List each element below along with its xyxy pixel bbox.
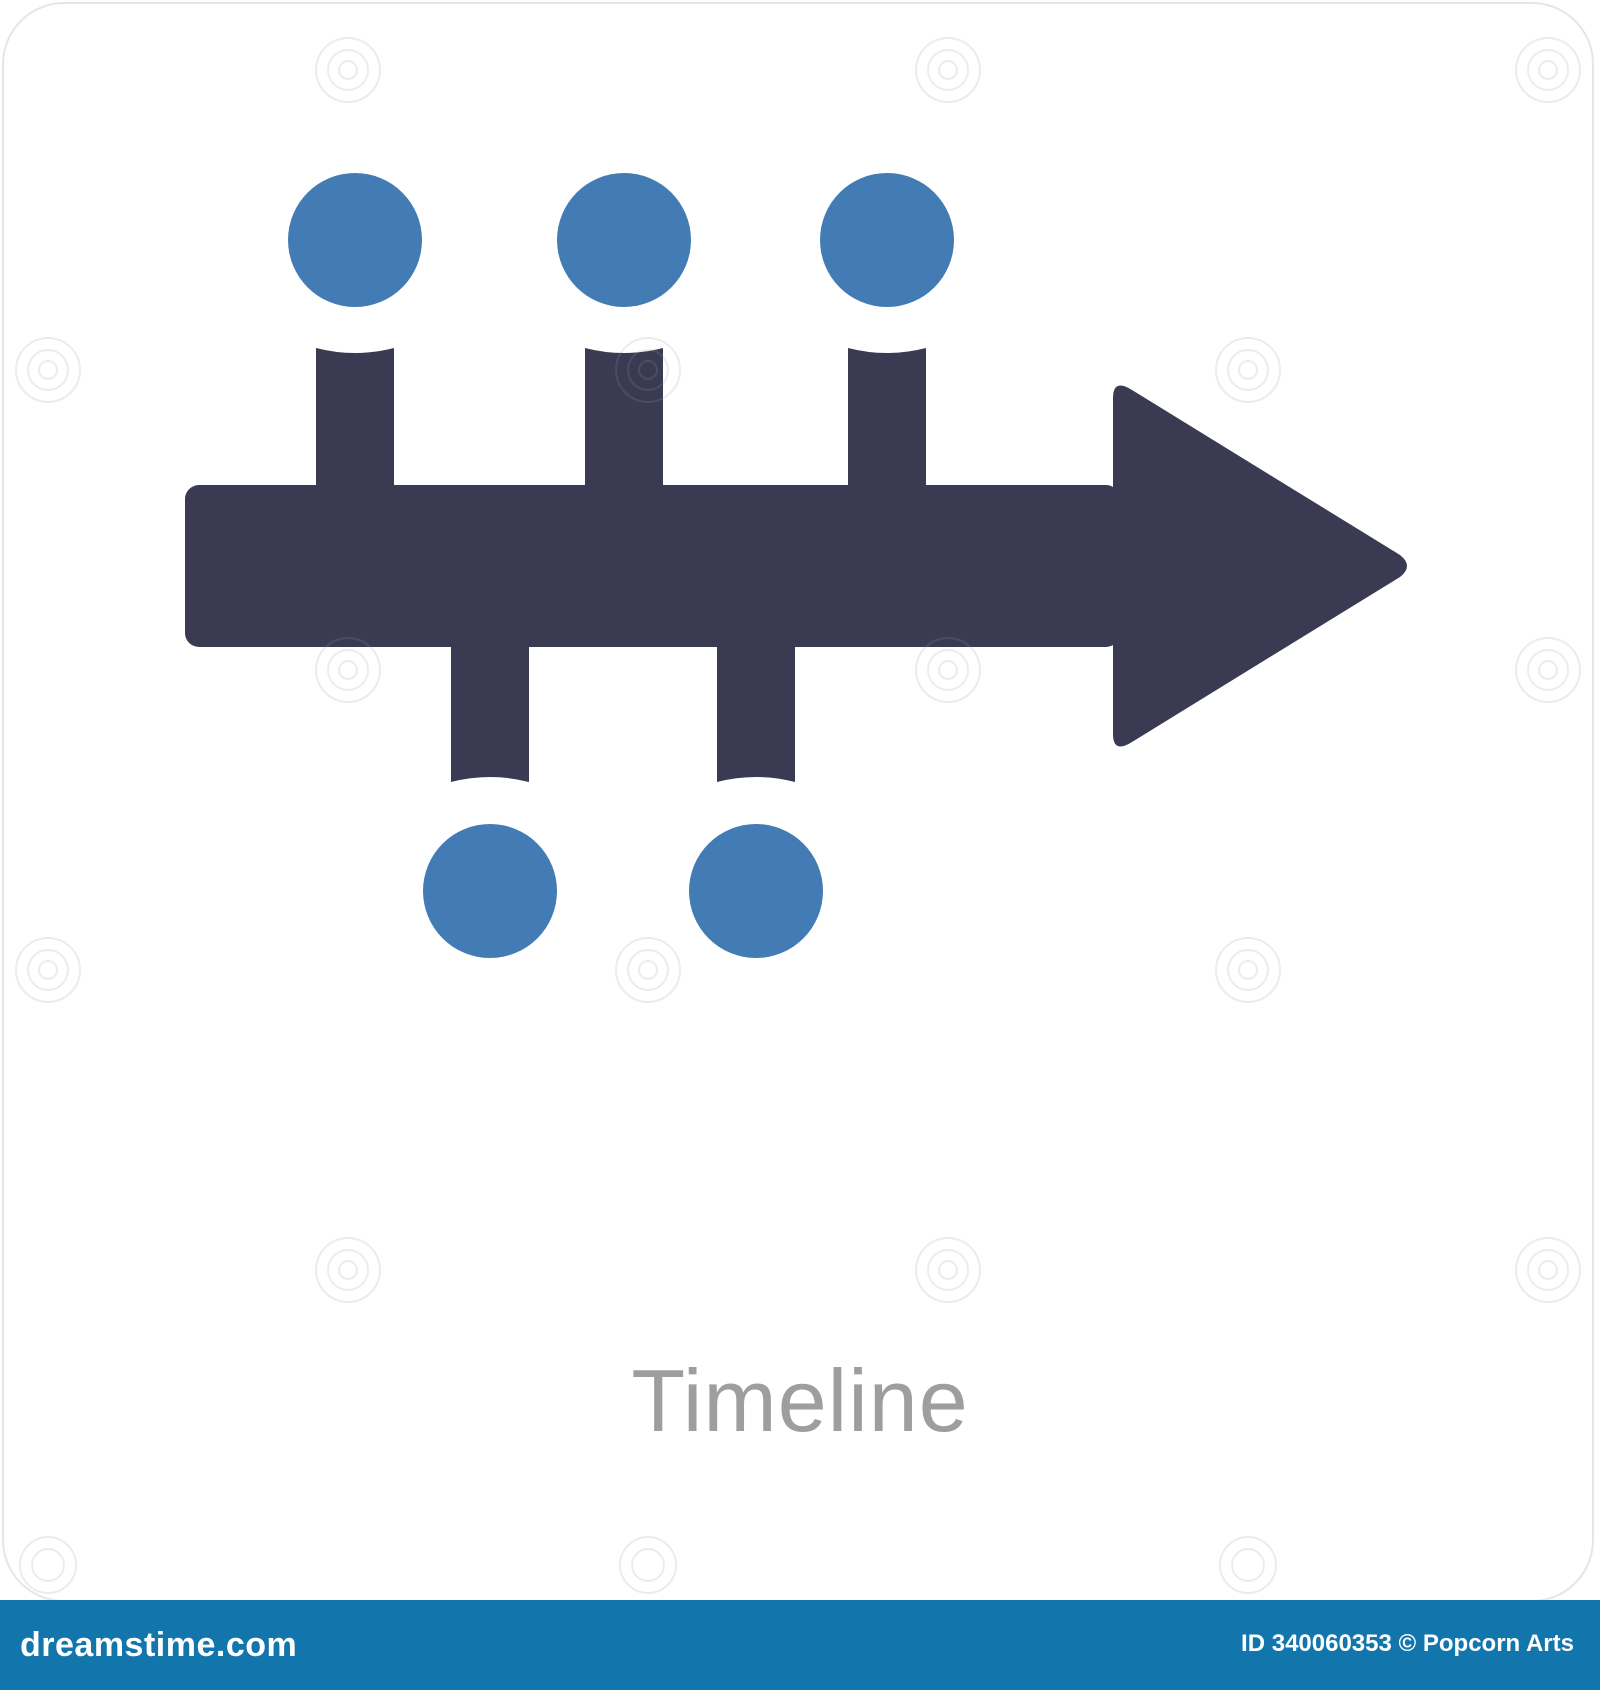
footer-bar: dreamstime.com ID 340060353 © Popcorn Ar…: [0, 1600, 1600, 1690]
bottom-stem-1: [451, 642, 529, 782]
bottom-stem-2: [717, 642, 795, 782]
top-stem-1: [316, 348, 394, 490]
top-stem-2: [585, 348, 663, 490]
top-dot-3: [820, 173, 954, 307]
icon-card: [2, 2, 1594, 1602]
top-dot-2: [557, 173, 691, 307]
top-dot-1: [288, 173, 422, 307]
arrow-shaft: [185, 485, 1120, 647]
bottom-dot-1: [423, 824, 557, 958]
arrow-head: [1113, 385, 1407, 747]
icon-caption: Timeline: [631, 1351, 969, 1450]
bottom-dot-2: [689, 824, 823, 958]
footer-credit: ID 340060353 © Popcorn Arts: [1241, 1630, 1574, 1657]
footer-logo[interactable]: dreamstime.com: [20, 1626, 298, 1664]
top-stem-3: [848, 348, 926, 490]
timeline-arrow-icon: [185, 173, 1407, 958]
